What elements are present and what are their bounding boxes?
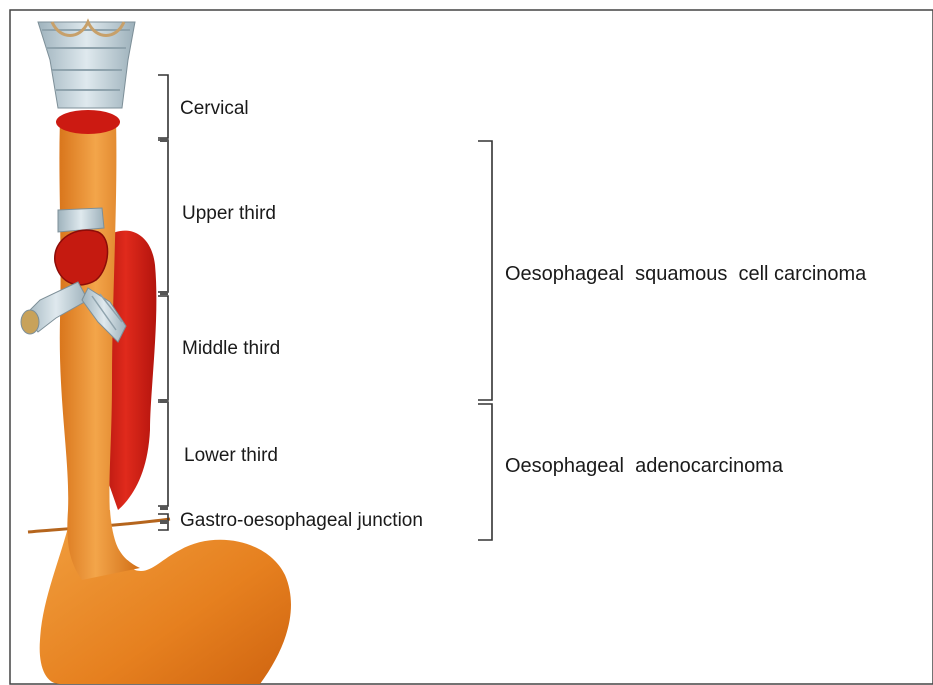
label-middle-third: Middle third xyxy=(182,338,280,360)
aortic-arch xyxy=(55,230,108,285)
label-cervical: Cervical xyxy=(180,98,249,120)
bracket-middle-third xyxy=(158,296,168,400)
bracket-adeno xyxy=(478,404,492,540)
label-adenocarcinoma: Oesophageal adenocarcinoma xyxy=(505,455,783,478)
label-lower-third: Lower third xyxy=(184,445,278,467)
bracket-lower-third xyxy=(158,402,168,506)
bracket-cervical xyxy=(158,75,168,138)
label-squamous-cell-carcinoma: Oesophageal squamous cell carcinoma xyxy=(505,263,866,286)
cricopharyngeal-ring xyxy=(56,110,120,134)
label-gastro-oesophageal-junction: Gastro-oesophageal junction xyxy=(180,510,423,532)
segment-brackets xyxy=(158,75,168,530)
larynx xyxy=(38,22,135,108)
group-brackets xyxy=(478,141,492,540)
trachea xyxy=(58,208,104,232)
bracket-squamous xyxy=(478,141,492,400)
label-upper-third: Upper third xyxy=(182,203,276,225)
bracket-upper-third xyxy=(158,140,168,292)
